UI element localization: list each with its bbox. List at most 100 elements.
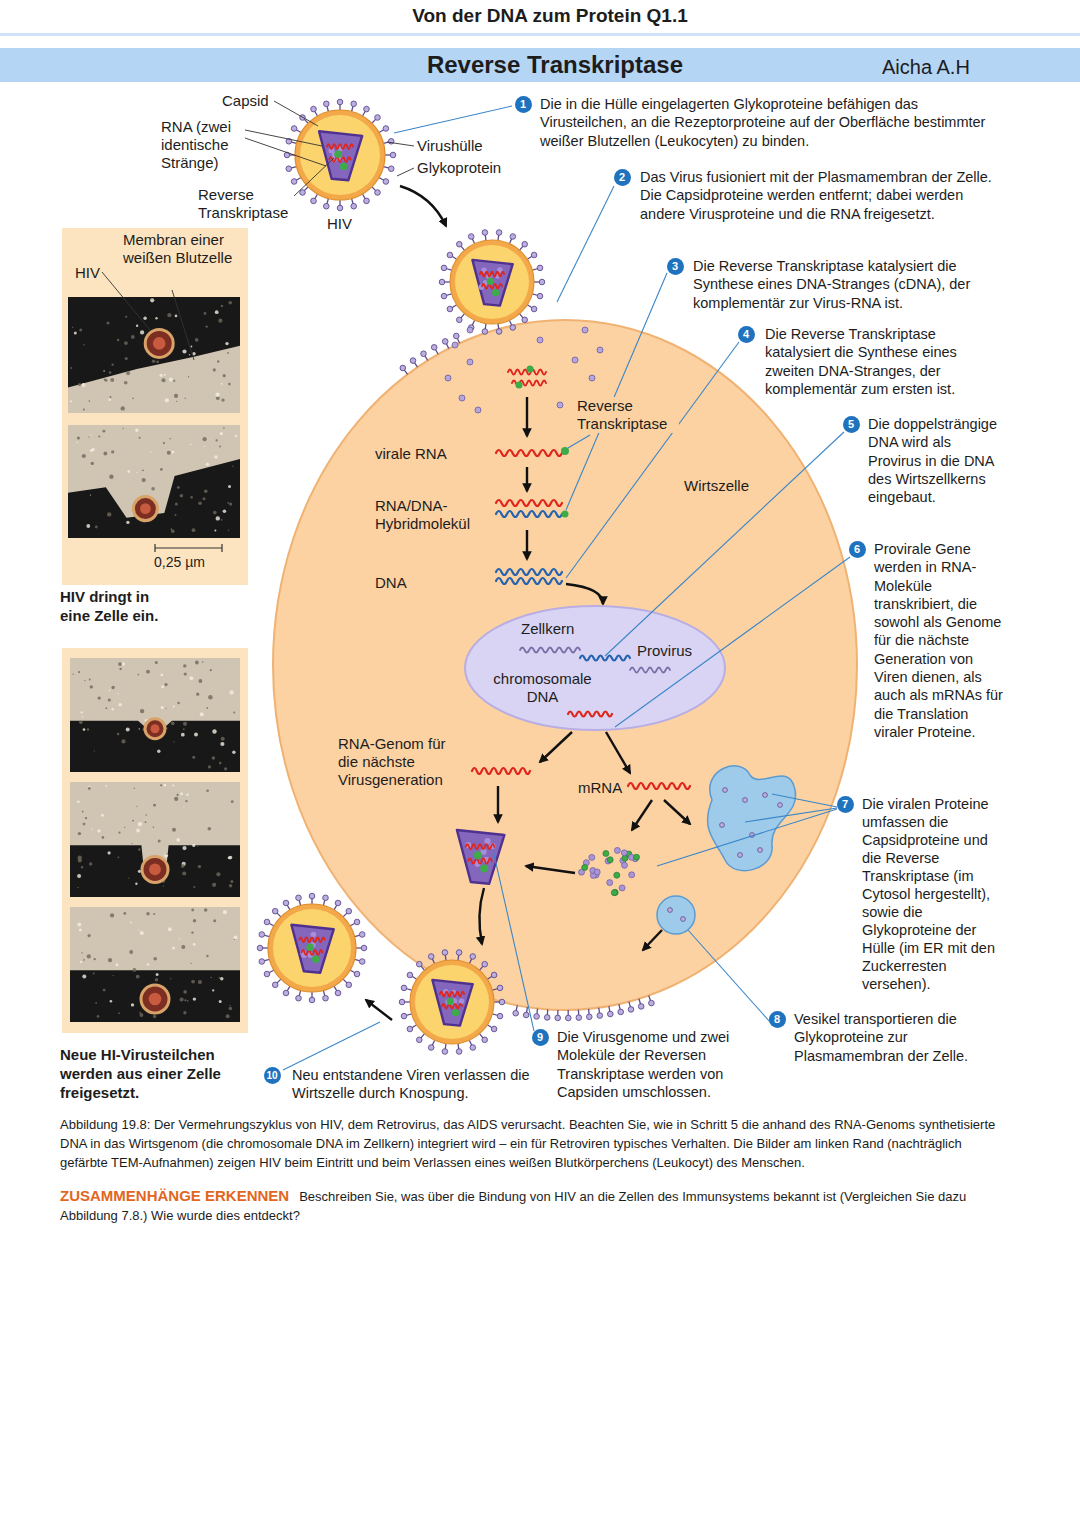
tem-speckle xyxy=(213,368,216,371)
scale-bar xyxy=(155,547,222,548)
tem-speckle xyxy=(153,1015,156,1018)
callout-number: 3 xyxy=(667,258,684,275)
reverse-transcriptase xyxy=(527,366,534,373)
tem-speckle xyxy=(229,1007,233,1011)
virus-protein xyxy=(597,347,603,353)
tem-speckle xyxy=(164,683,167,686)
tem-speckle xyxy=(118,832,120,834)
glycoprotein xyxy=(400,365,406,371)
tem-speckle xyxy=(224,767,227,770)
tem-speckle xyxy=(82,716,84,718)
cell-membrane xyxy=(273,320,857,1010)
tem-speckle xyxy=(163,886,164,887)
tem-speckle xyxy=(87,954,91,958)
tem-speckle xyxy=(140,709,144,713)
glycoprotein xyxy=(388,139,394,145)
leader-line xyxy=(568,435,590,448)
leader-line xyxy=(557,186,614,302)
glycoprotein xyxy=(291,179,297,185)
tem-speckle xyxy=(182,349,186,353)
node-label: HIV xyxy=(75,264,100,282)
tem-speckle xyxy=(111,450,114,453)
nucleic-acid-strand xyxy=(580,656,630,661)
tem-speckle xyxy=(131,335,135,339)
glycoprotein xyxy=(442,950,448,956)
leader-line xyxy=(745,808,837,822)
tem-speckle xyxy=(110,378,114,382)
leader-line xyxy=(566,273,667,510)
tem-speckle xyxy=(86,524,90,528)
tem-speckle xyxy=(155,317,157,319)
glycoprotein xyxy=(497,985,503,991)
annotation-text: HIV xyxy=(327,215,352,233)
glycoprotein xyxy=(359,959,365,965)
tem-speckle xyxy=(84,680,85,681)
tem-speckle xyxy=(105,785,107,787)
tem-speckle xyxy=(108,398,111,401)
glycoprotein xyxy=(283,900,289,906)
glycoprotein xyxy=(482,961,488,967)
leader-line xyxy=(394,106,512,133)
leader-line xyxy=(397,168,414,176)
glycoprotein xyxy=(758,848,763,853)
tem-speckle xyxy=(176,401,177,402)
glycoprotein xyxy=(417,961,423,967)
flow-arrow xyxy=(526,530,528,559)
tem-speckle xyxy=(160,784,162,786)
glycoprotein xyxy=(296,895,302,901)
annotation-text: Capsid xyxy=(222,92,269,110)
annotation-text: Die doppelsträngige DNA wird als Proviru… xyxy=(868,415,1000,506)
tem-speckle xyxy=(128,878,129,879)
tem-speckle xyxy=(77,874,81,878)
glycoprotein xyxy=(361,945,367,951)
tem-speckle xyxy=(150,298,154,302)
cell-nucleus-shape xyxy=(465,606,725,730)
glycoprotein xyxy=(482,329,488,335)
virus-protein xyxy=(589,375,595,381)
section-heading: ZUSAMMENHÄNGE ERKENNEN xyxy=(60,1187,289,1204)
tem-speckle xyxy=(110,913,114,917)
tem-speckle xyxy=(79,721,83,725)
capsid xyxy=(472,260,512,306)
glycoprotein xyxy=(300,190,306,196)
tem-speckle xyxy=(139,437,141,439)
annotation-text: Virushülle xyxy=(417,137,483,155)
tem-speckle xyxy=(91,434,92,435)
tem-speckle xyxy=(135,429,138,432)
flow-arrow xyxy=(643,930,662,950)
glycoprotein xyxy=(428,1045,434,1051)
tem-speckle xyxy=(153,957,157,961)
tem-speckle xyxy=(82,383,86,387)
tem-speckle xyxy=(132,398,134,400)
tem-speckle xyxy=(216,872,220,876)
tem-speckle xyxy=(88,934,91,937)
callout-number: 9 xyxy=(532,1029,549,1046)
tem-speckle xyxy=(104,378,106,380)
leader-line xyxy=(688,930,770,1022)
tem-speckle xyxy=(206,707,208,709)
annotation-text: Die Reverse Transkriptase katalysiert di… xyxy=(693,257,1001,312)
scale-bar xyxy=(154,544,155,552)
tem-speckle xyxy=(198,980,202,984)
flow-arrow xyxy=(526,866,575,873)
hiv-particle xyxy=(145,719,165,739)
glycoprotein xyxy=(264,971,270,977)
tem-speckle xyxy=(147,963,149,965)
tem-speckle xyxy=(160,374,163,377)
capsid xyxy=(319,131,362,180)
leader-line xyxy=(493,850,534,1031)
tem-speckle xyxy=(117,733,120,736)
tem-speckle xyxy=(223,509,227,513)
hiv-core xyxy=(151,724,160,733)
tem-speckle xyxy=(204,312,207,315)
tem-speckle xyxy=(219,762,222,765)
glycoprotein xyxy=(566,1015,572,1021)
tem-photo xyxy=(70,782,240,897)
nucleic-acid-strand xyxy=(299,937,324,942)
glycoprotein xyxy=(750,833,755,838)
tem-speckle xyxy=(136,806,137,807)
nucleic-acid-strand xyxy=(496,500,562,506)
tem-speckle xyxy=(180,792,183,795)
tem-speckle xyxy=(191,980,195,984)
tem-speckle xyxy=(123,428,124,429)
